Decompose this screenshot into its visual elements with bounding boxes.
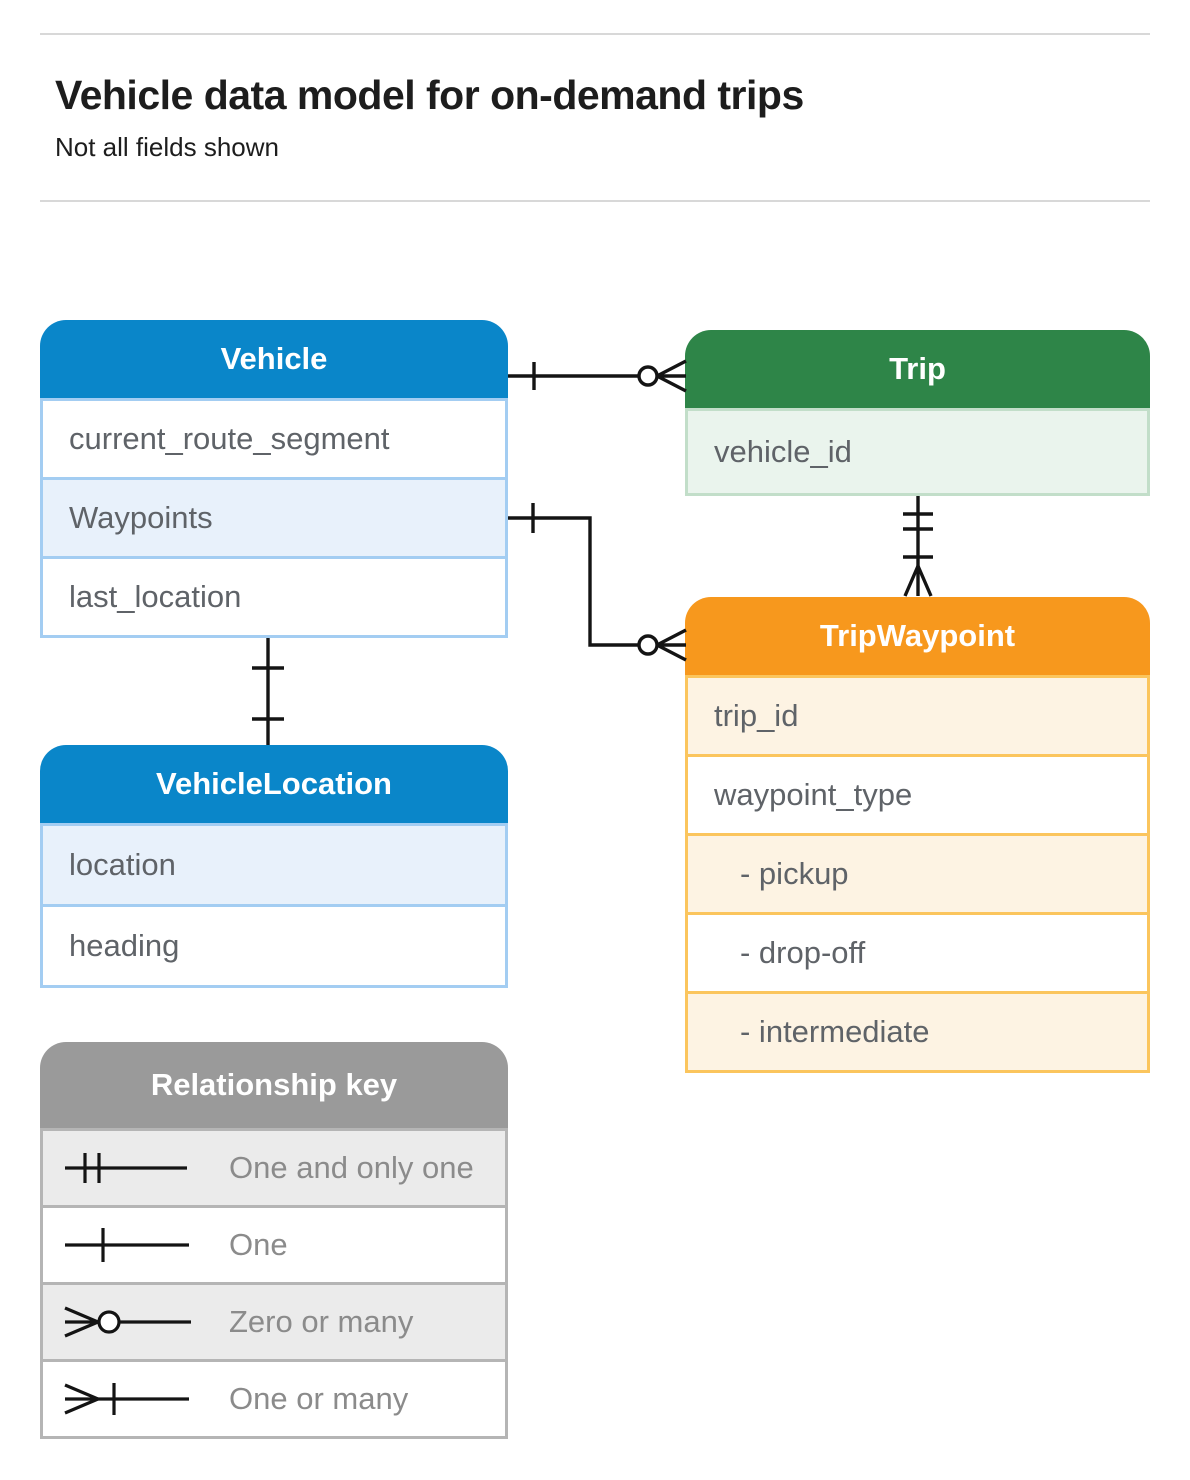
legend-label: One and only one bbox=[229, 1150, 474, 1185]
divider-middle bbox=[40, 200, 1150, 202]
legend-label: One bbox=[229, 1227, 288, 1262]
legend-row-one: One bbox=[43, 1205, 505, 1282]
field-row-vehicle-id: vehicle_id bbox=[688, 411, 1147, 493]
field-row-last-location: last_location bbox=[43, 556, 505, 635]
connector-vehicle-vehiclelocation bbox=[252, 638, 284, 745]
legend-row-zero-or-many: Zero or many bbox=[43, 1282, 505, 1359]
zero-or-many-icon bbox=[61, 1300, 201, 1344]
divider-top bbox=[40, 33, 1150, 35]
enum-row-intermediate: - intermediate bbox=[688, 991, 1147, 1070]
field-row-trip-id: trip_id bbox=[688, 678, 1147, 754]
table-body-vehicle: current_route_segment Waypoints last_loc… bbox=[40, 398, 508, 638]
entity-table-tripwaypoint: TripWaypoint trip_id waypoint_type - pic… bbox=[685, 597, 1150, 1073]
connector-trip-tripwaypoint bbox=[903, 496, 933, 597]
entity-table-trip: Trip vehicle_id bbox=[685, 330, 1150, 496]
legend-label: One or many bbox=[229, 1381, 409, 1416]
table-header-tripwaypoint: TripWaypoint bbox=[685, 597, 1150, 675]
entity-table-vehiclelocation: VehicleLocation location heading bbox=[40, 745, 508, 988]
legend-label: Zero or many bbox=[229, 1304, 414, 1339]
page-title: Vehicle data model for on-demand trips bbox=[55, 72, 804, 118]
legend-body: One and only one One Zer bbox=[40, 1128, 508, 1439]
table-body-tripwaypoint: trip_id waypoint_type - pickup - drop-of… bbox=[685, 675, 1150, 1073]
enum-row-drop-off: - drop-off bbox=[688, 912, 1147, 991]
field-row-location: location bbox=[43, 826, 505, 904]
field-row-waypoints: Waypoints bbox=[43, 477, 505, 556]
table-body-vehiclelocation: location heading bbox=[40, 823, 508, 988]
page-subtitle: Not all fields shown bbox=[55, 132, 279, 162]
entity-table-vehicle: Vehicle current_route_segment Waypoints … bbox=[40, 320, 508, 638]
table-header-vehiclelocation: VehicleLocation bbox=[40, 745, 508, 823]
table-header-trip: Trip bbox=[685, 330, 1150, 408]
legend-row-one-and-only-one: One and only one bbox=[43, 1131, 505, 1205]
field-row-waypoint-type: waypoint_type bbox=[688, 754, 1147, 833]
connector-waypoints-tripwaypoint bbox=[508, 503, 687, 662]
field-row-current-route-segment: current_route_segment bbox=[43, 401, 505, 477]
relationship-key-legend: Relationship key One and only one One bbox=[40, 1042, 508, 1439]
table-header-vehicle: Vehicle bbox=[40, 320, 508, 398]
legend-row-one-or-many: One or many bbox=[43, 1359, 505, 1436]
legend-header: Relationship key bbox=[40, 1042, 508, 1128]
table-body-trip: vehicle_id bbox=[685, 408, 1150, 496]
field-row-heading: heading bbox=[43, 904, 505, 985]
connector-vehicle-trip bbox=[508, 359, 687, 393]
one-and-only-one-icon bbox=[61, 1146, 201, 1190]
enum-row-pickup: - pickup bbox=[688, 833, 1147, 912]
one-or-many-icon bbox=[61, 1377, 201, 1421]
one-icon bbox=[61, 1223, 201, 1267]
